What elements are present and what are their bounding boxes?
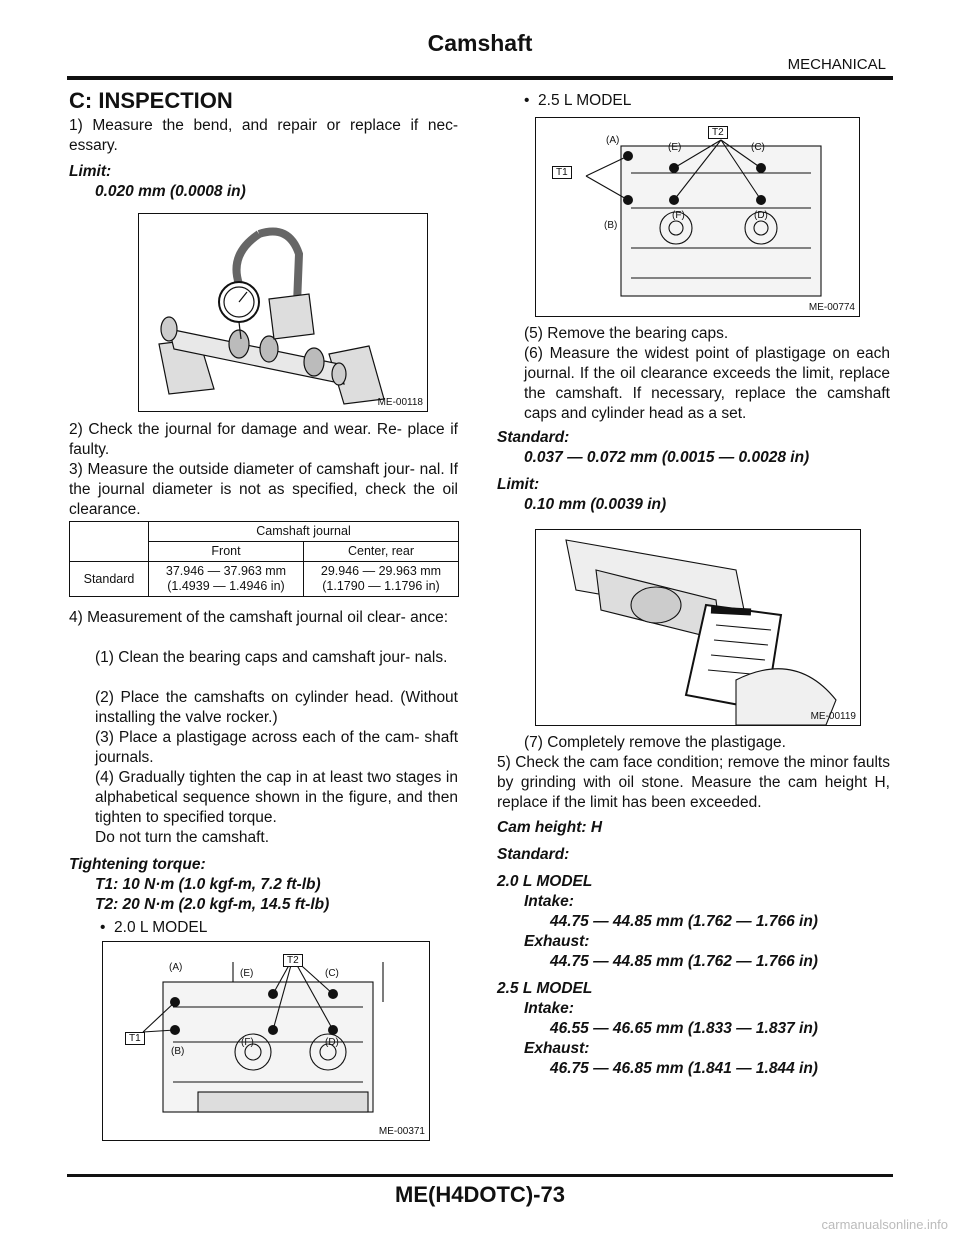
callout-b: (B) [604, 220, 618, 231]
sub-step-2: (2) Place the camshafts on cylinder head… [95, 689, 458, 726]
header-rule [67, 76, 893, 80]
page-title: Camshaft [427, 30, 533, 56]
cam-standard-label: Standard: [497, 846, 570, 863]
callout-d: (D) [325, 1037, 339, 1048]
model-25l-label: 2.5 L MODEL [497, 980, 593, 997]
figure-runout-measurement: ME-00118 [138, 213, 428, 412]
limit-value: 0.020 mm (0.0008 in) [95, 183, 246, 200]
exhaust-25l-label: Exhaust: [524, 1040, 590, 1057]
limit-label: Limit: [69, 163, 112, 180]
table-col-center-rear: Center, rear [303, 541, 459, 562]
limit-2-value: 0.10 mm (0.0039 in) [524, 496, 667, 513]
sub-step-5: (5) Remove the bearing caps. [524, 325, 729, 342]
sub-step-4-note: Do not turn the camshaft. [95, 829, 270, 846]
callout-e: (E) [240, 968, 254, 979]
table-row-label: Standard [69, 561, 149, 597]
journal-spec-table: Camshaft journal Front Center, rear Stan… [69, 521, 459, 597]
section-label: MECHANICAL [787, 56, 886, 73]
torque-t2: T2: 20 N·m (2.0 kgf-m, 14.5 ft-lb) [95, 896, 330, 913]
intake-20l-value: 44.75 — 44.85 mm (1.762 — 1.766 in) [550, 913, 818, 930]
figure-code: ME-00119 [810, 711, 856, 722]
sub-step-1: (1) Clean the bearing caps and camshaft … [95, 649, 448, 666]
bullet-dot: • [100, 919, 115, 936]
bullet-dot: • [524, 92, 539, 109]
figure-code: ME-00371 [378, 1126, 425, 1137]
step-5: 5) Check the cam face condition; remove … [497, 754, 890, 811]
cylinder-head-2-0l-illustration [142, 957, 384, 1113]
footer-rule [67, 1174, 893, 1177]
torque-t1: T1: 10 N·m (1.0 kgf-m, 7.2 ft-lb) [95, 876, 321, 893]
callout-c: (C) [751, 142, 765, 153]
inspection-heading: C: INSPECTION [69, 88, 233, 113]
standard-label: Standard: [497, 429, 570, 446]
step-1: 1) Measure the bend, and repair or repla… [69, 117, 458, 154]
bullet-20l: • 2.0 L MODEL [100, 918, 207, 938]
step-2: 2) Check the journal for damage and wear… [69, 421, 458, 458]
limit-2-label: Limit: [497, 476, 540, 493]
intake-25l-value: 46.55 — 46.65 mm (1.833 — 1.837 in) [550, 1020, 818, 1037]
intake-25l-label: Intake: [524, 1000, 574, 1017]
table-corner [69, 521, 149, 562]
table-cell-front: 37.946 — 37.963 mm (1.4939 — 1.4946 in) [148, 561, 304, 597]
callout-t1: T1 [125, 1032, 145, 1045]
callout-f: (F) [241, 1037, 254, 1048]
cam-height-label: Cam height: H [497, 819, 603, 836]
table-cell-center-rear: 29.946 — 29.963 mm (1.1790 — 1.1796 in) [303, 561, 459, 597]
center-mm: 29.946 — 29.963 mm [320, 564, 442, 578]
callout-a: (A) [169, 962, 183, 973]
callout-a: (A) [606, 135, 620, 146]
step-3: 3) Measure the outside diameter of camsh… [69, 461, 458, 518]
callout-t2: T2 [708, 126, 728, 139]
callout-d: (D) [754, 210, 768, 221]
figure-code: ME-00118 [377, 397, 423, 408]
callout-c: (C) [325, 968, 339, 979]
front-in: (1.4939 — 1.4946 in) [167, 579, 285, 593]
exhaust-20l-label: Exhaust: [524, 933, 590, 950]
model-20l-label: 2.0 L MODEL [497, 873, 593, 890]
figure-plastigage-measurement: ME-00119 [535, 529, 861, 726]
figure-2-5l-torque-sequence: (A) (E) T2 (C) T1 (F) (D) (B) ME-00774 [535, 117, 860, 317]
dial-gauge-illustration [158, 227, 385, 405]
plastigage-illustration [565, 539, 837, 725]
bullet-25l: • 2.5 L MODEL [524, 91, 631, 111]
watermark: carmanualsonline.info [821, 1217, 948, 1232]
sub-step-6: (6) Measure the widest point of plastiga… [524, 345, 890, 422]
bullet-25l-text: 2.5 L MODEL [538, 92, 632, 109]
front-mm: 37.946 — 37.963 mm [165, 564, 287, 578]
callout-f: (F) [672, 210, 685, 221]
callout-t2: T2 [283, 954, 303, 967]
table-col-front: Front [148, 541, 304, 562]
sub-step-3: (3) Place a plastigage across each of th… [95, 729, 458, 766]
intake-20l-label: Intake: [524, 893, 574, 910]
table-group-header: Camshaft journal [148, 521, 459, 542]
exhaust-25l-value: 46.75 — 46.85 mm (1.841 — 1.844 in) [550, 1060, 818, 1077]
cylinder-head-2-5l-illustration [585, 139, 822, 297]
torque-label: Tightening torque: [69, 856, 206, 873]
callout-t1: T1 [552, 166, 572, 179]
figure-2-0l-torque-sequence: (A) (E) T2 (C) T1 (F) (D) (B) ME-00371 [102, 941, 430, 1141]
callout-b: (B) [171, 1046, 185, 1057]
bullet-20l-text: 2.0 L MODEL [114, 919, 208, 936]
figure-code: ME-00774 [808, 302, 855, 313]
sub-step-4: (4) Gradually tighten the cap in at leas… [95, 769, 458, 826]
standard-value: 0.037 — 0.072 mm (0.0015 — 0.0028 in) [524, 449, 810, 466]
center-in: (1.1790 — 1.1796 in) [322, 579, 440, 593]
callout-e: (E) [668, 142, 682, 153]
sub-step-7: (7) Completely remove the plastigage. [524, 734, 786, 751]
page-code: ME(H4DOTC)-73 [395, 1182, 565, 1207]
exhaust-20l-value: 44.75 — 44.85 mm (1.762 — 1.766 in) [550, 953, 818, 970]
step-4: 4) Measurement of the camshaft journal o… [69, 609, 449, 626]
